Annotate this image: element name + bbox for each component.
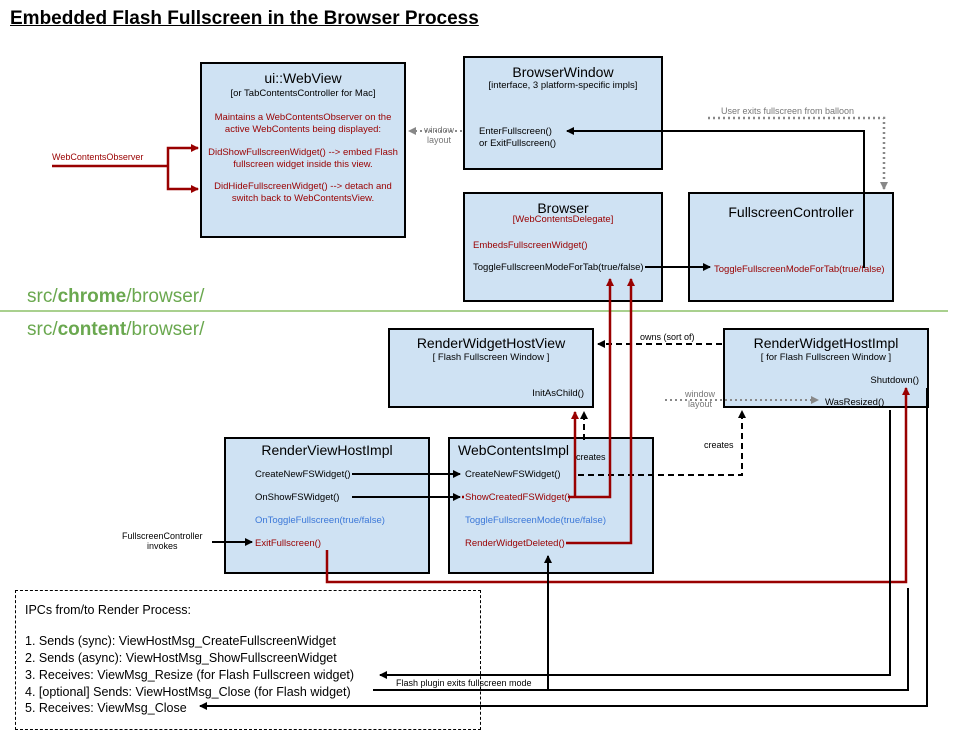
browser-window-subtitle: [interface, 3 platform-specific impls] [488, 80, 638, 91]
webview-desc-line-2: active WebContents being displayed: [224, 124, 382, 135]
browser-window-title: BrowserWindow [512, 64, 614, 80]
ipc-item-5: 5. Receives: ViewMsg_Close [25, 701, 187, 715]
creates-arrow-rwhi [578, 410, 746, 476]
rwhv-box: RenderWidgetHostView [ Flash Fullscreen … [388, 328, 594, 408]
webview-show-line-2: fullscreen widget inside this view. [233, 159, 373, 170]
ipc-item-1: 1. Sends (sync): ViewHostMsg_CreateFulls… [25, 634, 337, 648]
wci-method-deleted: RenderWidgetDeleted() [465, 538, 565, 549]
label-creates-2: creates [704, 440, 734, 450]
webview-title: ui::WebView [264, 70, 342, 86]
browser-box: Browser [WebContentsDelegate] EmbedsFull… [463, 192, 663, 302]
wci-title: WebContentsImpl [458, 442, 570, 458]
ipc-resize-arrow [379, 410, 891, 679]
ipc-heading: IPCs from/to Render Process: [25, 603, 192, 617]
browser-title: Browser [537, 200, 589, 216]
rwhi-method-wasresized: WasResized() [825, 397, 885, 408]
wci-method-showcreated: ShowCreatedFSWidget() [465, 492, 571, 503]
ipc-close-arrow [199, 388, 928, 710]
browser-window-box: BrowserWindow [interface, 3 platform-spe… [463, 56, 663, 170]
rvhi-method-create: CreateNewFSWidget() [255, 469, 351, 480]
wci-method-create: CreateNewFSWidget() [465, 469, 561, 480]
fullscreen-controller-box: FullscreenController ToggleFullscreenMod… [688, 192, 894, 302]
browser-window-method-1: EnterFullscreen() [479, 126, 552, 137]
wci-method-toggle: ToggleFullscreenMode(true/false) [465, 515, 606, 526]
fullscreen-controller-title: FullscreenController [728, 204, 854, 220]
fullscreen-controller-method: ToggleFullscreenModeForTab(true/false) [714, 264, 885, 275]
wci-box: WebContentsImpl CreateNewFSWidget() Show… [448, 437, 654, 574]
rvhi-title: RenderViewHostImpl [261, 442, 393, 458]
rwhv-subtitle: [ Flash Fullscreen Window ] [432, 352, 550, 363]
rwhv-title: RenderWidgetHostView [416, 335, 566, 351]
rvhi-method-onshow: OnShowFSWidget() [255, 492, 340, 503]
user-exits-arrow [708, 116, 888, 190]
rwhi-subtitle: [ for Flash Fullscreen Window ] [760, 352, 892, 363]
ipc-close-flash-arrow [373, 588, 909, 691]
diagram-title: Embedded Flash Fullscreen in the Browser… [10, 8, 479, 29]
rwhv-method: InitAsChild() [532, 388, 584, 399]
rwhi-box: RenderWidgetHostImpl [ for Flash Fullscr… [723, 328, 929, 408]
observer-arrows [52, 144, 199, 193]
label-flash-exits: Flash plugin exits fullscreen mode [396, 678, 532, 688]
rwhi-method-shutdown: Shutdown() [870, 375, 919, 386]
webview-hide-line-2: switch back to WebContentsView. [231, 193, 375, 204]
label-owns: owns (sort of) [640, 332, 695, 342]
rvhi-method-exit: ExitFullscreen() [255, 538, 321, 549]
webview-hide-line-1: DidHideFullscreenWidget() --> detach and [214, 181, 392, 192]
webview-desc-line-1: Maintains a WebContentsObserver on the [214, 112, 392, 123]
browser-subtitle: [WebContentsDelegate] [512, 214, 614, 225]
rvhi-box: RenderViewHostImpl CreateNewFSWidget() O… [224, 437, 430, 574]
webview-show-line-1: DidShowFullscreenWidget() --> embed Flas… [208, 147, 398, 158]
red-call-arrows [325, 278, 910, 584]
label-web-contents-observer: WebContentsObserver [52, 152, 144, 162]
rwhi-title: RenderWidgetHostImpl [753, 335, 899, 351]
browser-window-method-2: or ExitFullscreen() [479, 138, 557, 149]
section-label-chrome: src/chrome/browser/ [27, 286, 205, 307]
webview-box: ui::WebView [or TabContentsController fo… [200, 62, 406, 238]
browser-method-embeds: EmbedsFullscreenWidget() [473, 240, 588, 251]
label-creates-1: creates [576, 452, 606, 462]
section-label-content: src/content/browser/ [27, 319, 205, 340]
controller-to-window-arrow [566, 127, 865, 268]
ipc-item-3: 3. Receives: ViewMsg_Resize (for Flash F… [25, 668, 355, 682]
label-user-exits: User exits fullscreen from balloon [721, 106, 855, 116]
ipc-item-4: 4. [optional] Sends: ViewHostMsg_Close (… [25, 685, 351, 699]
ipc-item-2: 2. Sends (async): ViewHostMsg_ShowFullsc… [25, 651, 337, 665]
rvhi-method-ontoggle: OnToggleFullscreen(true/false) [255, 515, 385, 526]
browser-method-toggle: ToggleFullscreenModeForTab(true/false) [473, 262, 644, 273]
webview-subtitle: [or TabContentsController for Mac] [230, 88, 376, 99]
